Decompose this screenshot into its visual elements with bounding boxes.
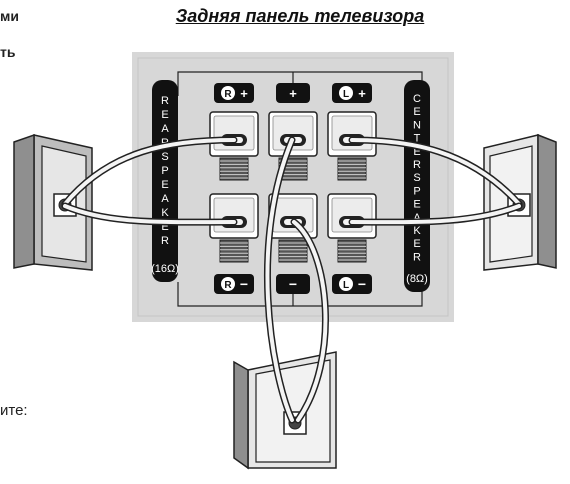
left-text-fragment-1: ми [0,8,19,24]
center-label-letter: C [413,93,421,105]
svg-text:L: L [343,280,349,291]
badge-center-plus: + [276,83,310,103]
rear-label-letter: S [161,151,168,163]
rear-label-letter: P [161,165,168,177]
center-label-letter: R [413,251,421,263]
center-label-letter: P [413,185,420,197]
rear-label-letter: K [161,207,169,219]
rear-label-letter: A [161,123,169,135]
rear-label-letter: E [161,179,168,191]
terminal-clip [327,193,377,263]
center-label-letter: R [413,159,421,171]
rear-label-letter: E [161,109,168,121]
badge-center-minus: − [276,274,310,294]
svg-text:−: − [289,276,297,292]
badge-left-minus: L − [332,274,372,294]
center-label-letter: T [414,133,421,145]
center-label-letter: E [413,238,420,250]
right-speaker [483,133,557,271]
center-label-letter: K [413,225,421,237]
center-label-letter: E [413,199,420,211]
center-label-letter: E [413,146,420,158]
svg-text:R: R [224,89,232,100]
terminal-clip [268,111,318,181]
rear-label-letter: A [161,193,169,205]
svg-text:R: R [224,280,232,291]
badge-rear-minus: R − [214,274,254,294]
terminal-clip [209,193,259,263]
center-speaker [233,351,337,470]
center-label-letter: N [413,119,421,131]
svg-text:+: + [289,86,297,101]
center-label-letter: E [413,106,420,118]
rear-label-letter: R [161,95,169,107]
svg-text:−: − [240,276,248,292]
left-text-fragment-2: ть [0,44,16,60]
svg-text:+: + [358,86,366,101]
center-label-letter: S [413,172,420,184]
badge-left-plus: L + [332,83,372,103]
svg-text:−: − [358,276,366,292]
rear-label-letter: R [161,235,169,247]
left-text-fragment-3: ите: [0,402,28,419]
center-label-letter: A [413,212,421,224]
speaker-wires [61,136,523,424]
center-speaker-impedance: (8Ω) [406,273,428,285]
svg-text:+: + [240,86,248,101]
left-speaker [13,133,93,271]
rear-label-letter: E [161,221,168,233]
rear-speaker-impedance: (16Ω) [151,263,179,275]
center-speaker-label-bar [404,80,430,292]
rear-speaker-label-bar [152,80,178,282]
badge-rear-plus: R + [214,83,254,103]
svg-text:L: L [343,89,349,100]
panel-inner-border [137,57,449,317]
page-title: Задняя панель телевизора [175,6,425,26]
